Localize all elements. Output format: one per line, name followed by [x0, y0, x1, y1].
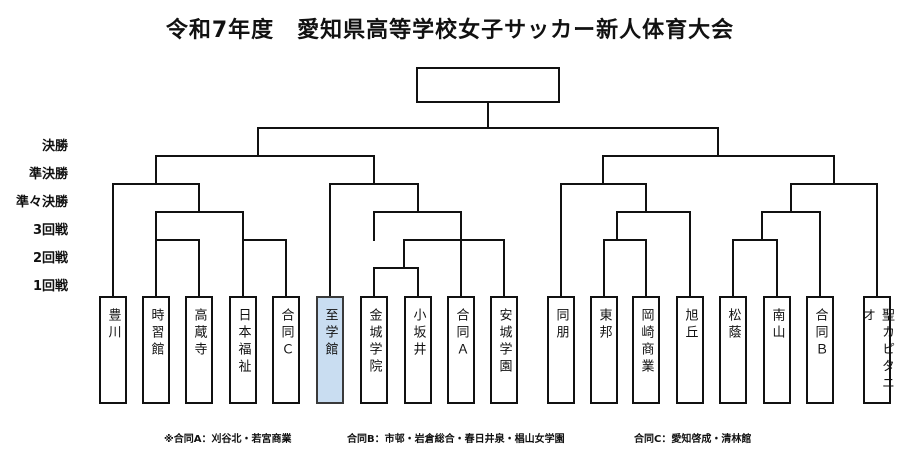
note-joint-c: 合同C：愛知啓成・清林館: [634, 434, 752, 445]
team-name: 旭丘: [682, 308, 698, 342]
note-joint-a: ※合同A：刈谷北・若宮商業: [164, 434, 292, 445]
team-name: 同朋: [553, 308, 569, 342]
team-name: 合同Ｂ: [812, 308, 828, 359]
note-joint-b: 合同B：市邨・岩倉総合・春日井泉・椙山女学園: [347, 434, 565, 445]
round-label-round1: 1回戦: [32, 279, 68, 294]
team-name: 至学館: [322, 308, 338, 359]
team-box: 松蔭: [719, 296, 747, 404]
team-box: 合同Ｂ: [806, 296, 834, 404]
team-box: 金城学院: [360, 296, 388, 404]
round-label-round3: 3回戦: [32, 223, 68, 238]
round-label-quarterfinal: 準々決勝: [15, 195, 68, 210]
team-name: 南山: [769, 308, 785, 342]
team-box: 旭丘: [676, 296, 704, 404]
round-label-final: 決勝: [41, 139, 68, 154]
team-box: 聖カピタニオ: [860, 296, 894, 404]
team-name: 東邦: [596, 308, 612, 342]
page-title: 令和7年度 愛知県高等学校女子サッカー新人体育大会: [165, 18, 735, 43]
round-label-semifinal: 準決勝: [28, 167, 68, 182]
team-name: 聖カピタニオ: [860, 308, 894, 393]
team-box: 安城学園: [490, 296, 518, 404]
team-box-highlighted: 至学館: [316, 296, 344, 404]
team-name: 松蔭: [725, 308, 741, 342]
team-box: 東邦: [590, 296, 618, 404]
round-label-round2: 2回戦: [32, 251, 68, 266]
team-name: 小坂井: [410, 308, 426, 359]
team-name: 金城学院: [366, 308, 382, 376]
team-name: 岡崎商業: [638, 308, 654, 376]
team-name: 豊川: [105, 308, 121, 342]
team-box: 同朋: [547, 296, 575, 404]
team-name: 安城学園: [496, 308, 512, 376]
team-box: 高蔵寺: [185, 296, 213, 404]
team-name: 合同Ｃ: [278, 308, 294, 359]
team-box: 合同Ｃ: [272, 296, 300, 404]
team-name: 高蔵寺: [191, 308, 207, 359]
team-name: 日本福祉: [235, 308, 251, 376]
team-name: 合同Ａ: [453, 308, 469, 359]
team-box: 時習館: [142, 296, 170, 404]
team-box: 日本福祉: [229, 296, 257, 404]
team-box: 南山: [763, 296, 791, 404]
team-box: 小坂井: [404, 296, 432, 404]
team-box: 豊川: [99, 296, 127, 404]
team-box: 合同Ａ: [447, 296, 475, 404]
team-box: 岡崎商業: [632, 296, 660, 404]
team-name: 時習館: [148, 308, 164, 359]
